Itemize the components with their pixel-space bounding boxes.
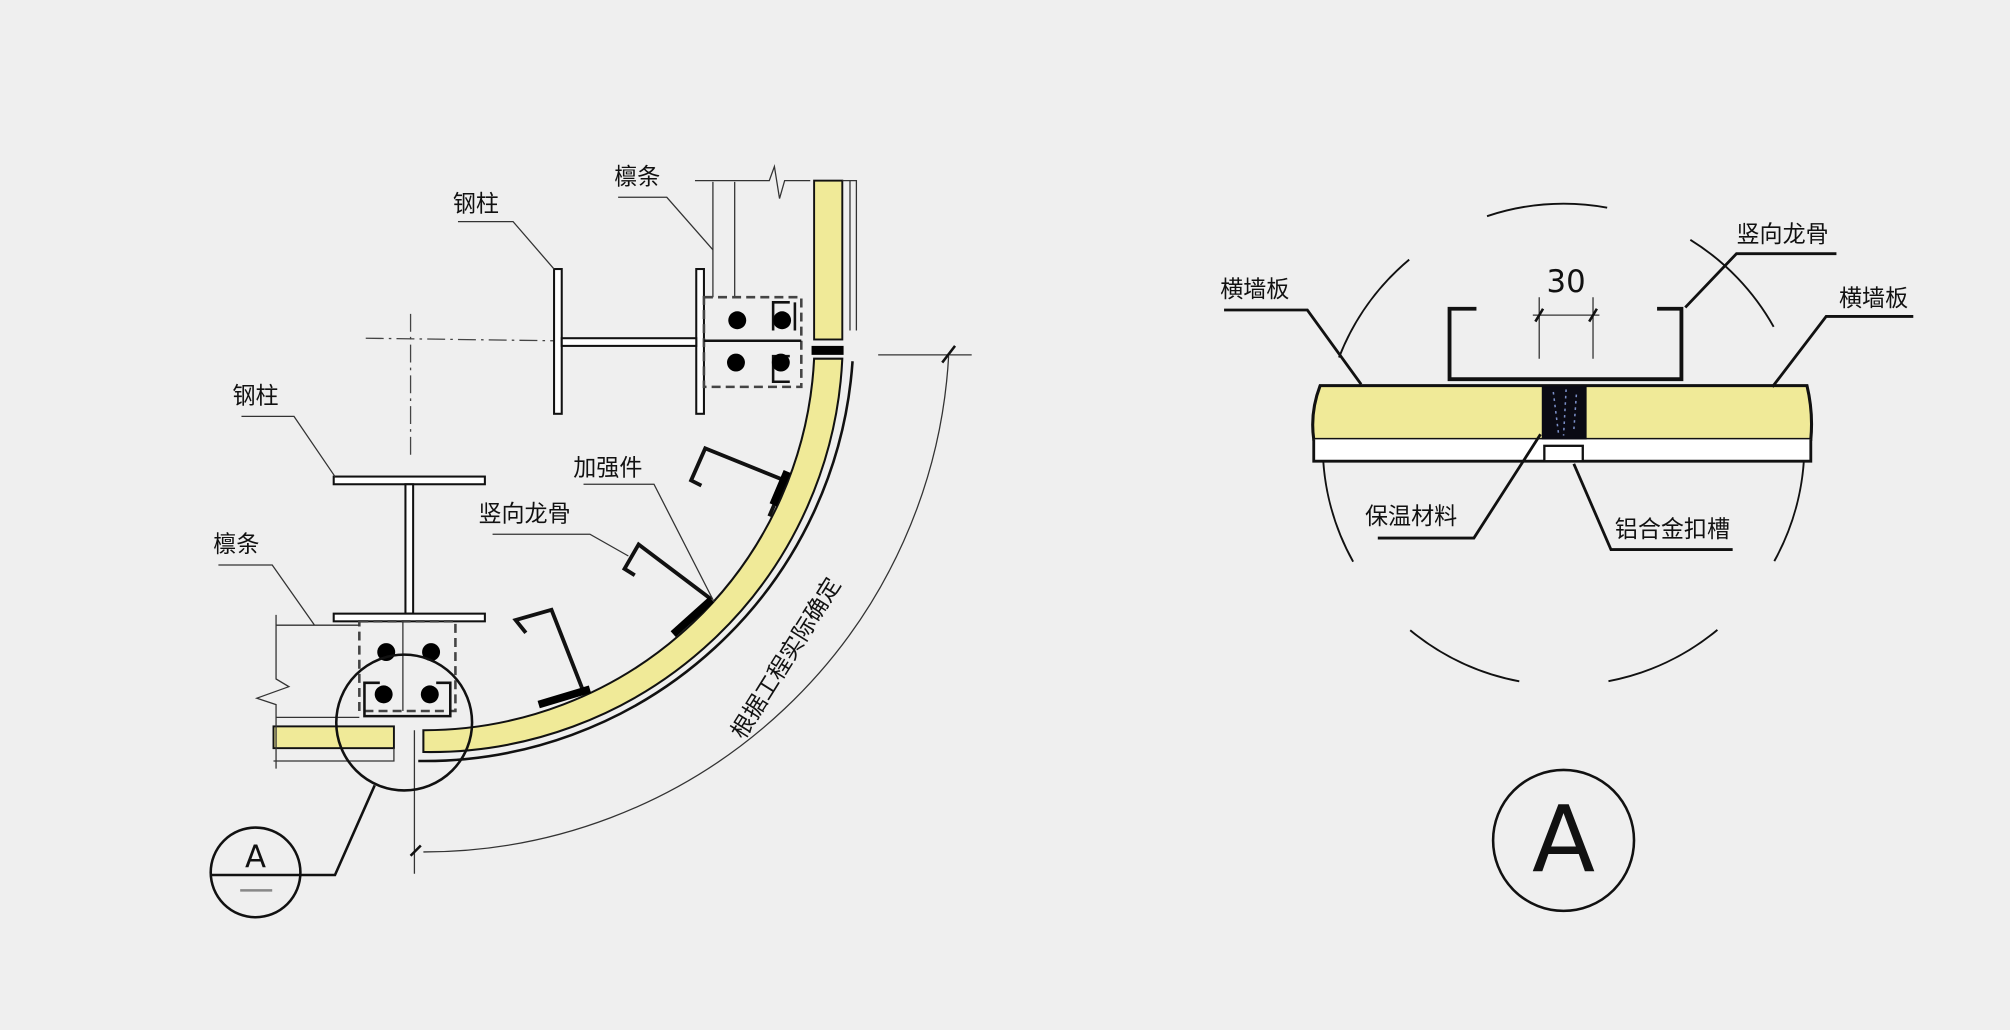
- vertical-keel-pieces: [512, 445, 791, 709]
- label-insulation: 保温材料: [1365, 504, 1457, 530]
- vertical-keel-channel: [1447, 306, 1684, 382]
- detail-a: 30 横墙板 竖向龙骨 横墙板 保温材料 铝合金扣槽 A: [1220, 202, 1914, 913]
- dimension-arc: 根据工程实际确定: [409, 345, 972, 857]
- label-steel-column-top: 钢柱: [453, 191, 499, 217]
- label-vertical-keel: 竖向龙骨: [478, 501, 570, 527]
- label-wall-panel-right: 横墙板: [1839, 286, 1908, 312]
- label-reinforcement: 加强件: [573, 455, 642, 481]
- label-vertical-keel: 竖向龙骨: [1737, 222, 1829, 248]
- steel-column-lower: [332, 475, 486, 623]
- steel-column-upper: [553, 268, 705, 415]
- insulation-material: [1541, 385, 1587, 440]
- detail-title-marker: A: [1491, 768, 1636, 913]
- dimension-30: 30: [1532, 264, 1600, 359]
- main-section: 根据工程实际确定 A 檩条 钢柱 钢柱 加强件 竖向龙骨 檩条: [209, 164, 972, 919]
- label-wall-panel-left: 横墙板: [1220, 277, 1289, 303]
- label-purlin-left: 檩条: [213, 532, 259, 558]
- dimension-value: 30: [1547, 264, 1586, 300]
- labels: 檩条 钢柱 钢柱 加强件 竖向龙骨 檩条: [213, 164, 715, 626]
- purlin-upper: [694, 164, 811, 389]
- label-steel-column-left: 钢柱: [233, 384, 279, 410]
- purlin-lower: [254, 614, 457, 769]
- label-aluminum-slot: 铝合金扣槽: [1615, 517, 1730, 543]
- detail-callout-circle[interactable]: [334, 653, 474, 792]
- centerline-horizontal: [365, 337, 555, 342]
- detail-marker-label: A: [245, 839, 266, 875]
- detail-title: A: [1532, 785, 1595, 893]
- wall-panel-horizontal: [272, 725, 416, 874]
- wall-panel-vertical: [811, 179, 858, 355]
- detail-marker[interactable]: A: [209, 826, 302, 919]
- aluminum-slot: [1543, 444, 1584, 463]
- wall-panel-curved: [418, 357, 854, 763]
- label-purlin-top: 檩条: [614, 164, 660, 190]
